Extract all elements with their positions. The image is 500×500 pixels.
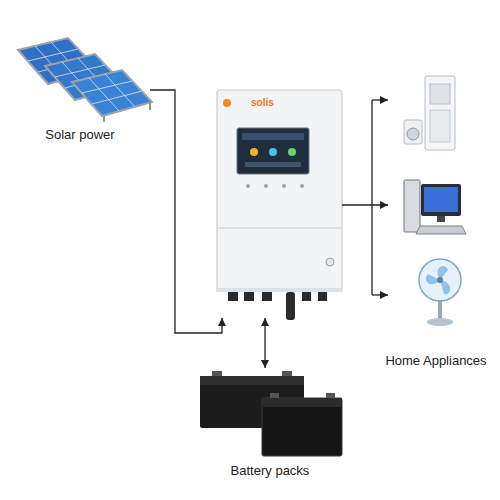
screen-icon: [269, 148, 277, 156]
screen-icon: [250, 148, 258, 156]
battery-packs: [200, 371, 342, 456]
panel-face: [72, 70, 152, 116]
battery-lid: [262, 398, 342, 407]
fan: [419, 259, 461, 326]
monitor-frame: [421, 184, 461, 216]
washer-door: [407, 128, 419, 140]
cable-connector: [228, 292, 238, 301]
battery-node: Battery packs: [195, 368, 345, 478]
battery-terminal: [212, 371, 222, 376]
appliances-node: Home Appliances: [388, 70, 484, 368]
bus-wire: [371, 100, 372, 295]
pc-tower: [404, 180, 420, 232]
component-label: Battery packs: [231, 463, 310, 478]
solar-panels: [18, 38, 152, 122]
battery-terminal: [282, 371, 292, 376]
indicator-light: [264, 184, 268, 188]
fan-blades: [426, 266, 450, 294]
ac-panel: [430, 110, 450, 142]
fan-hub: [437, 277, 443, 283]
panel-grid: [82, 74, 142, 111]
panel-leg: [104, 102, 150, 122]
battery-terminal: [326, 393, 335, 398]
inverter-base: [216, 288, 343, 292]
component-label: Home Appliances: [385, 353, 486, 368]
monitor-screen: [424, 187, 458, 212]
power-connector: [342, 204, 388, 205]
fan-guard: [419, 259, 461, 301]
ac-grille: [430, 84, 450, 104]
fan-base: [427, 318, 453, 326]
fan-pole: [438, 300, 442, 320]
keyboard: [416, 226, 466, 234]
monitor-stand: [437, 216, 445, 222]
indicator-light: [246, 184, 250, 188]
computer: [404, 180, 466, 234]
battery-body: [262, 398, 342, 456]
power-connector: [264, 318, 265, 368]
logo-sun: [223, 99, 231, 107]
indicator-light: [300, 184, 304, 188]
solar-panel: [72, 70, 152, 116]
inverter-node: solis: [217, 90, 342, 318]
cable-connector: [262, 292, 272, 301]
brand-logo: solis: [251, 97, 274, 108]
branch-arrow: [372, 99, 388, 100]
power-connector: [150, 90, 222, 333]
cable-connector: [318, 292, 327, 301]
component-label: Solar power: [45, 127, 114, 142]
cable-connector: [244, 292, 254, 301]
branch-arrow: [372, 294, 388, 295]
solar-node: Solar power: [10, 30, 150, 142]
inverter-seam: [217, 228, 342, 229]
screen-bar: [242, 133, 304, 140]
battery-terminal: [270, 393, 279, 398]
inverter-screen: [237, 128, 309, 174]
washer-body: [404, 120, 422, 144]
inverter-body: [217, 90, 342, 290]
cable-connector: [302, 292, 311, 301]
inverter: [216, 90, 343, 320]
indicator-light: [282, 184, 286, 188]
cable-gland: [286, 292, 295, 320]
screen-icon: [288, 148, 296, 156]
screen-bar: [245, 162, 301, 167]
ac-body: [425, 76, 455, 150]
inverter-switch: [326, 258, 334, 266]
air-conditioner: [404, 76, 455, 150]
battery-lid: [200, 376, 304, 385]
